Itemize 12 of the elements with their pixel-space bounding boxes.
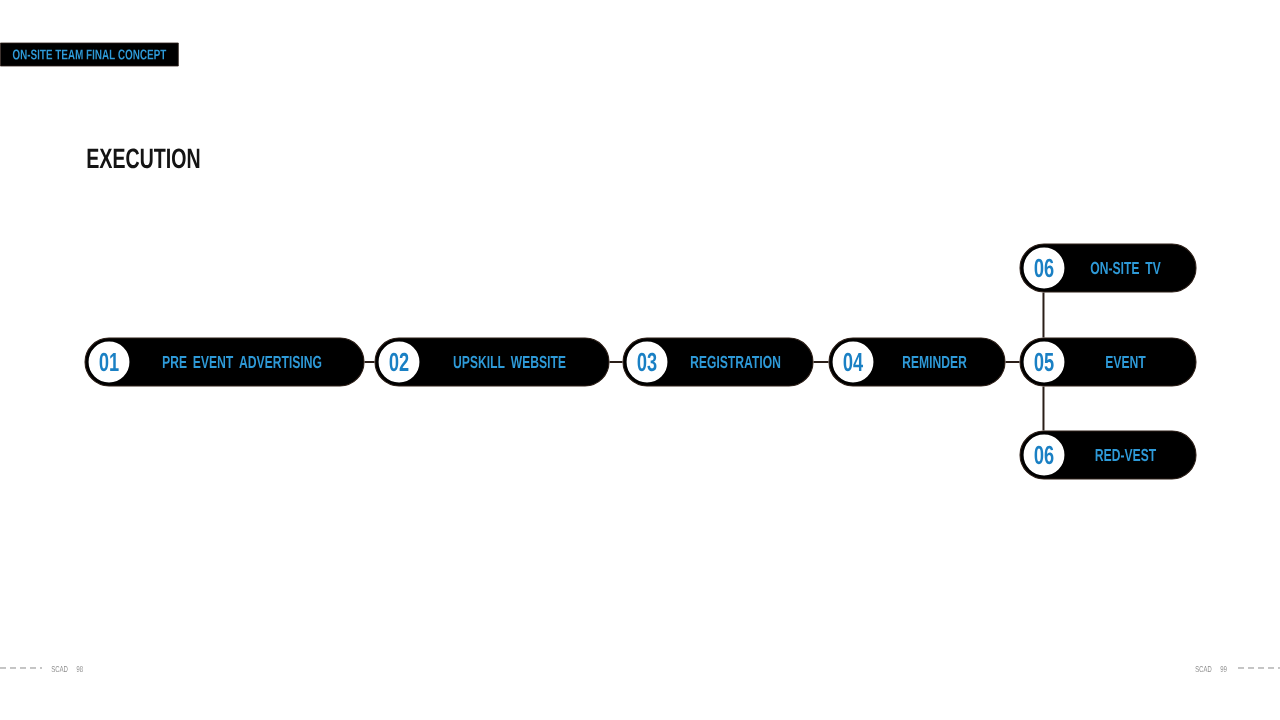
connector-line	[363, 361, 376, 363]
footer-text: SCAD	[1195, 666, 1212, 673]
page-number: 99	[1220, 666, 1227, 673]
connector-line	[1042, 291, 1045, 339]
header-band: ON-SITE TEAM FINAL CONCEPT	[0, 42, 179, 67]
connector-line	[608, 361, 624, 363]
footer-text: SCAD	[51, 666, 68, 673]
connector-line	[1004, 361, 1021, 363]
connector-line	[812, 361, 830, 363]
page-number: 98	[76, 666, 83, 673]
connector-line	[1042, 385, 1045, 432]
title: EXECUTION	[87, 148, 200, 169]
